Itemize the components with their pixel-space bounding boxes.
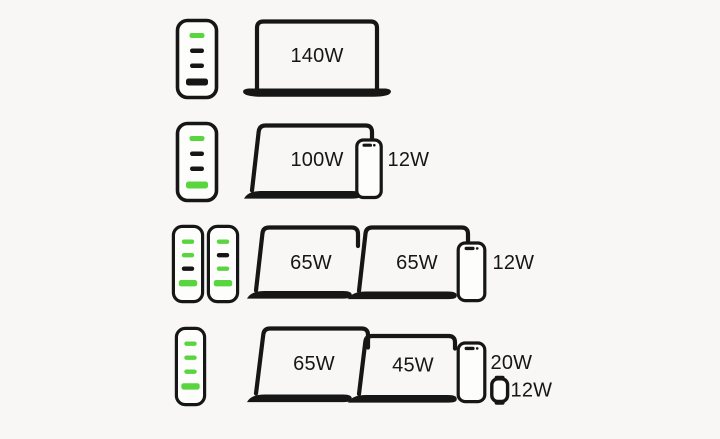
phone-body	[355, 138, 383, 200]
laptop-icon	[244, 123, 375, 199]
laptop-base	[247, 291, 352, 299]
scenario-row-2: 100W 12W	[175, 121, 430, 203]
scenario-row-3: 65W 65W 12W	[171, 224, 535, 304]
phone-notch	[464, 346, 475, 351]
watch-body	[490, 377, 510, 404]
laptop-base	[348, 395, 457, 403]
laptop-screen	[356, 225, 471, 294]
phone-body	[456, 241, 487, 303]
laptop-screen	[249, 123, 375, 193]
usb-c-port-2	[184, 355, 197, 360]
usb-c-port-1	[216, 239, 230, 244]
phone-camera-dot	[373, 143, 376, 147]
laptop-screen	[253, 326, 371, 396]
charger-body	[206, 224, 240, 304]
usb-c-port-1	[184, 341, 197, 346]
charger-icon	[174, 326, 207, 407]
laptop-base	[348, 291, 457, 300]
laptop-screen	[254, 19, 380, 92]
laptop-icon-a	[247, 326, 371, 403]
laptop-wattage-label: 140W	[290, 45, 343, 67]
usb-c-port-2	[181, 253, 195, 258]
phone-wattage-label: 12W	[493, 252, 535, 274]
phone-icon	[456, 241, 487, 303]
phone-camera-dot	[475, 347, 479, 350]
laptop-icon	[243, 19, 391, 97]
laptop-icon-a	[247, 225, 361, 299]
watch-wattage-label: 12W	[511, 380, 553, 402]
laptop-b-wattage-label: 65W	[396, 252, 438, 274]
charger-icon	[175, 18, 219, 100]
laptop-base	[244, 191, 361, 199]
usb-c-port-3	[216, 266, 230, 271]
phone-icon	[456, 341, 487, 404]
usb-a-port-4	[213, 280, 233, 287]
usb-a-port-4	[186, 78, 208, 86]
charger-body	[174, 326, 207, 407]
usb-c-port-3	[181, 266, 195, 271]
laptop-icon-b	[348, 333, 458, 403]
phone-notch	[362, 143, 372, 147]
scenario-row-1: 140W	[175, 18, 391, 100]
usb-a-port-4	[181, 383, 200, 390]
usb-c-port-1	[189, 33, 205, 38]
laptop-screen	[253, 225, 361, 293]
usb-c-port-1	[189, 136, 205, 141]
laptop-icon-b	[348, 225, 471, 300]
charger-icon-a	[171, 224, 205, 304]
usb-a-port-4	[178, 280, 198, 287]
laptop-base	[247, 394, 352, 403]
laptop-wattage-label: 100W	[290, 149, 343, 171]
phone-icon	[355, 138, 383, 200]
charger-body	[175, 18, 219, 100]
charger-body	[171, 224, 205, 304]
usb-c-port-2	[216, 253, 230, 258]
laptop-wattage-label: 65W	[293, 353, 335, 375]
scenario-row-4: 65W 45W 20W 12W	[174, 326, 553, 407]
charger-body	[175, 121, 219, 203]
charger-icon	[175, 121, 219, 203]
laptop-wattage-label: 65W	[290, 252, 332, 274]
phone-notch	[464, 246, 475, 251]
usb-c-port-1	[181, 239, 195, 244]
usb-c-port-3	[190, 63, 204, 68]
phone-wattage-label: 20W	[491, 352, 533, 374]
phone-wattage-label: 12W	[388, 149, 430, 171]
laptop-screen	[356, 333, 458, 397]
phone-body	[456, 341, 487, 404]
laptop-b-wattage-label: 45W	[392, 354, 434, 376]
usb-c-port-3	[184, 369, 197, 374]
usb-c-port-2	[190, 151, 204, 156]
watch-icon	[490, 375, 510, 405]
usb-c-port-3	[190, 166, 204, 171]
charger-icon-b	[206, 224, 240, 304]
usb-a-port-4	[186, 181, 208, 189]
usb-c-port-2	[190, 48, 204, 53]
phone-camera-dot	[475, 247, 479, 250]
laptop-base	[243, 88, 391, 97]
